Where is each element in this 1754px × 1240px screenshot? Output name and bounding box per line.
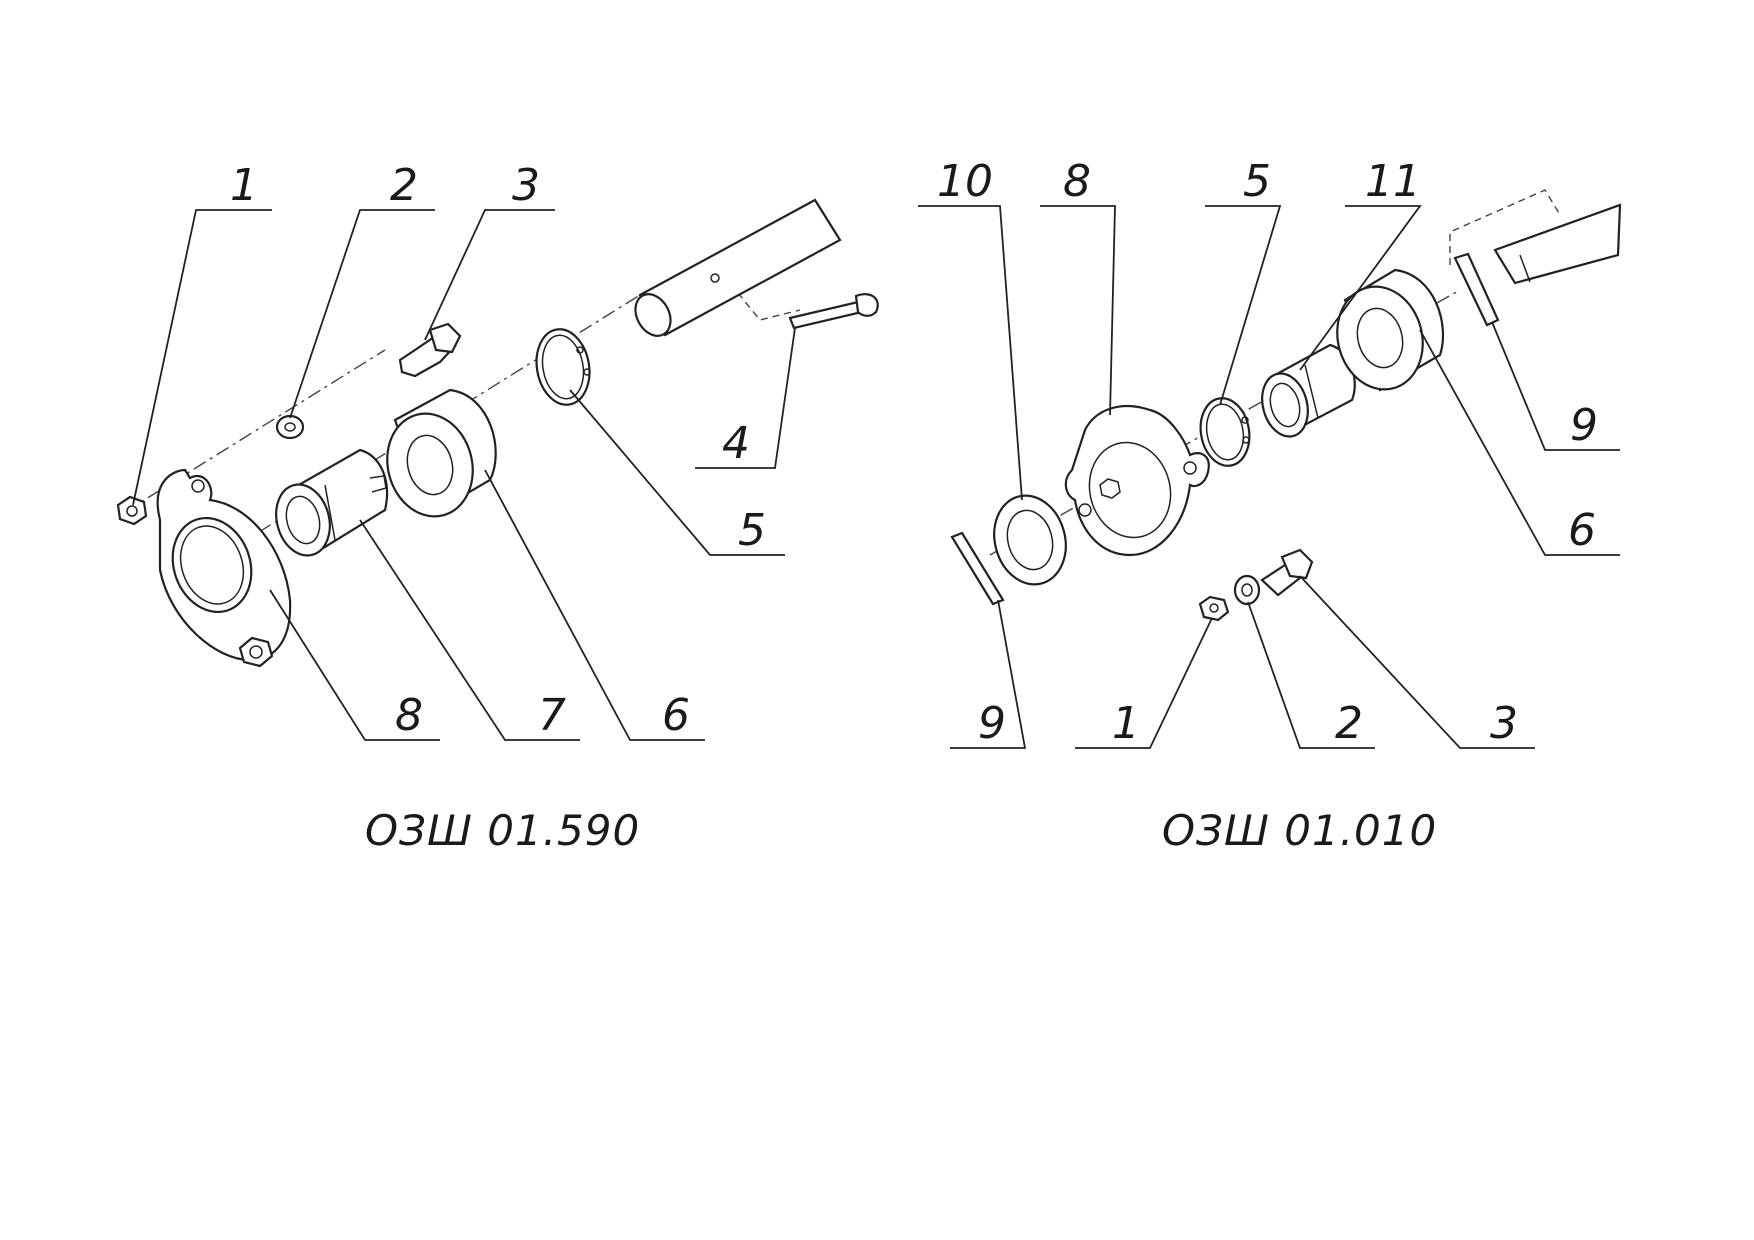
leader-left-7 bbox=[359, 519, 580, 741]
callout-right-5: 5 bbox=[1243, 156, 1271, 207]
left-pin-hole-line bbox=[714, 264, 801, 321]
leader-right-2 bbox=[1247, 601, 1375, 749]
leader-left-1 bbox=[132, 209, 272, 506]
callout-right-10: 10 bbox=[937, 156, 993, 207]
callout-right-9-lower: 9 bbox=[978, 698, 1006, 749]
leader-right-6 bbox=[1419, 329, 1620, 556]
left-assembly: 1 2 3 4 5 6 7 8 ОЗШ 01.590 bbox=[116, 160, 879, 855]
callout-left-3: 3 bbox=[512, 160, 540, 211]
right-key-bar-lower bbox=[950, 531, 1005, 606]
callout-right-9-upper: 9 bbox=[1570, 400, 1598, 451]
right-splined-hub bbox=[1261, 343, 1356, 438]
leader-right-5 bbox=[1205, 205, 1282, 406]
callout-left-4: 4 bbox=[722, 418, 750, 469]
callout-left-1: 1 bbox=[230, 160, 258, 211]
callout-left-8: 8 bbox=[395, 690, 423, 741]
left-assembly-caption: ОЗШ 01.590 bbox=[365, 806, 640, 855]
callout-right-6: 6 bbox=[1568, 505, 1596, 556]
leader-left-2 bbox=[289, 209, 435, 419]
right-thick-ring bbox=[1336, 268, 1445, 392]
leader-right-1 bbox=[1075, 617, 1213, 749]
right-key-line bbox=[1449, 189, 1561, 265]
left-snap-ring bbox=[535, 328, 591, 406]
right-thin-washer bbox=[993, 494, 1067, 586]
left-thick-ring bbox=[386, 388, 497, 518]
callout-right-11: 11 bbox=[1365, 156, 1421, 207]
right-assembly-caption: ОЗШ 01.010 bbox=[1162, 806, 1437, 855]
callout-left-5: 5 bbox=[738, 505, 766, 556]
right-key-bar-upper bbox=[1453, 252, 1500, 327]
callout-left-7: 7 bbox=[538, 690, 566, 741]
left-bushing bbox=[275, 448, 389, 557]
left-flange-housing bbox=[156, 468, 292, 668]
right-shaft bbox=[1493, 203, 1622, 285]
callout-right-1: 1 bbox=[1112, 698, 1140, 749]
leader-right-10 bbox=[918, 205, 1023, 501]
left-shaft-tube bbox=[634, 198, 842, 337]
callout-right-2: 2 bbox=[1335, 698, 1363, 749]
right-nut bbox=[1198, 595, 1230, 622]
left-bolt bbox=[398, 322, 462, 378]
leader-left-3 bbox=[424, 209, 555, 341]
left-cotter-pin bbox=[788, 293, 879, 330]
leader-left-6 bbox=[484, 469, 705, 741]
callout-right-3: 3 bbox=[1490, 698, 1518, 749]
right-assembly: 10 8 5 11 9 6 9 1 2 3 ОЗШ 01.010 bbox=[918, 156, 1622, 855]
leader-left-5 bbox=[569, 389, 785, 556]
leader-right-3 bbox=[1299, 575, 1535, 749]
right-main-axis bbox=[989, 289, 1461, 556]
right-flange-cover bbox=[1064, 405, 1210, 557]
leader-right-8 bbox=[1040, 205, 1116, 416]
callout-right-8: 8 bbox=[1063, 156, 1091, 207]
right-bolt bbox=[1260, 548, 1314, 597]
left-washer bbox=[275, 414, 305, 440]
leader-right-9-upper bbox=[1491, 321, 1620, 451]
leader-left-8 bbox=[269, 589, 440, 741]
leader-right-9-lower bbox=[950, 599, 1027, 749]
callout-left-2: 2 bbox=[390, 160, 418, 211]
callout-left-6: 6 bbox=[662, 690, 690, 741]
left-fastener-axis bbox=[124, 349, 386, 513]
leader-right-11 bbox=[1299, 205, 1422, 371]
right-washer bbox=[1233, 574, 1261, 606]
left-nut bbox=[116, 495, 148, 526]
leader-left-4 bbox=[695, 327, 796, 469]
